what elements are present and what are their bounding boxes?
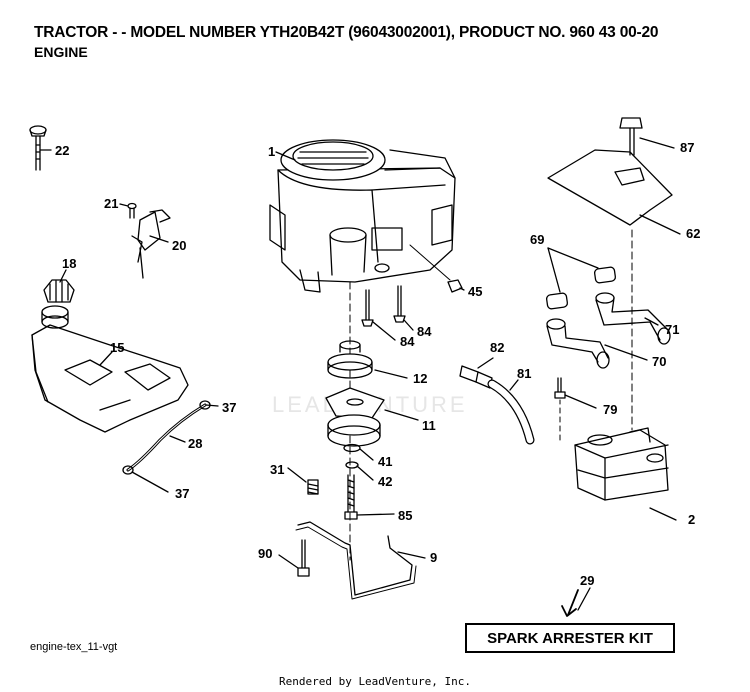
part-label-84-left: 84 — [400, 334, 415, 349]
nut-45-drawing — [447, 279, 463, 293]
part-label-37-upper: 37 — [222, 400, 236, 415]
bolt-85-drawing — [344, 474, 358, 520]
part-label-69: 69 — [530, 232, 544, 247]
hose-clamp-37-lower-drawing — [122, 465, 134, 475]
page-title: TRACTOR - - MODEL NUMBER YTH20B42T (9604… — [34, 24, 659, 41]
part-label-41: 41 — [378, 454, 392, 469]
bracket-20-drawing — [127, 202, 171, 279]
part-label-12: 12 — [413, 371, 427, 386]
part-label-2: 2 — [688, 512, 695, 527]
gasket-69-upper-drawing — [593, 266, 617, 284]
part-label-85: 85 — [398, 508, 412, 523]
exhaust-pipe-71-drawing — [595, 292, 671, 345]
part-label-87: 87 — [680, 140, 694, 155]
muffler-2-drawing — [574, 427, 669, 501]
washer-42-drawing — [345, 461, 359, 469]
part-label-9: 9 — [430, 550, 437, 565]
gasket-69-lower-drawing — [545, 292, 569, 310]
part-label-62: 62 — [686, 226, 700, 241]
washer-41-drawing — [343, 443, 361, 453]
part-label-45: 45 — [468, 284, 482, 299]
rod-9-drawing — [297, 521, 413, 596]
part-label-1: 1 — [268, 144, 275, 159]
pulley-12-drawing — [327, 340, 373, 379]
part-22-drawing — [29, 125, 47, 171]
part-label-82: 82 — [490, 340, 504, 355]
part-label-28: 28 — [188, 436, 202, 451]
heat-shield-62-drawing — [547, 149, 673, 226]
part-label-71: 71 — [665, 322, 679, 337]
part-label-11: 11 — [422, 418, 436, 433]
exhaust-pipe-70-drawing — [546, 318, 610, 369]
part-label-31: 31 — [270, 462, 284, 477]
part-label-81: 81 — [517, 366, 531, 381]
part-label-42: 42 — [378, 474, 392, 489]
part-label-29: 29 — [580, 573, 594, 588]
spark-plug-82-drawing — [459, 365, 493, 389]
part-label-84-right: 84 — [417, 324, 432, 339]
part-label-15: 15 — [110, 340, 124, 355]
bolt-84-left-drawing — [361, 289, 374, 327]
spark-arrester-kit-label: SPARK ARRESTER KIT — [487, 629, 653, 647]
part-label-37-lower: 37 — [175, 486, 189, 501]
bolt-84-right-drawing — [393, 285, 406, 323]
engine-drawing — [269, 139, 456, 293]
part-label-70: 70 — [652, 354, 666, 369]
spark-arrester-kit-box: SPARK ARRESTER KIT — [465, 623, 675, 653]
fuel-tank-15-drawing — [31, 305, 189, 433]
knob-87-drawing — [619, 117, 643, 156]
clutch-11-drawing — [325, 387, 385, 447]
page-subtitle: ENGINE — [34, 44, 88, 60]
part-label-79: 79 — [603, 402, 617, 417]
render-credit: Rendered by LeadVenture, Inc. — [278, 675, 472, 688]
spring-31-drawing — [307, 479, 319, 495]
part-label-20: 20 — [172, 238, 186, 253]
drawing-file-id: engine-tex_11-vgt — [30, 641, 118, 653]
part-label-22: 22 — [55, 143, 69, 158]
part-label-90: 90 — [258, 546, 272, 561]
fuel-cap-18-drawing — [43, 279, 75, 303]
part-label-21: 21 — [104, 196, 118, 211]
bolt-90-drawing — [297, 539, 310, 577]
part-label-18: 18 — [62, 256, 76, 271]
bolt-79-drawing — [554, 377, 566, 399]
